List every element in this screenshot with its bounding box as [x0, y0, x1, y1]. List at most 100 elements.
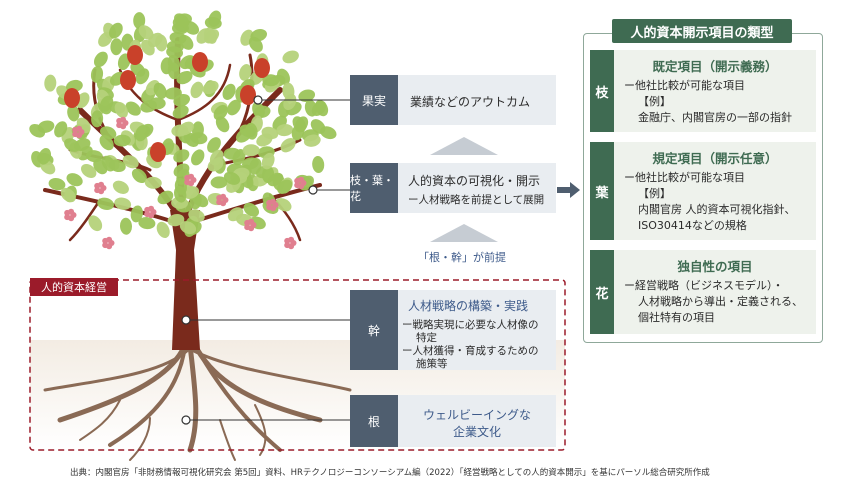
flower-petal: [266, 204, 273, 211]
type-side-branch: 枝: [590, 50, 614, 132]
fruit-label: 果実: [350, 75, 398, 125]
flower-petal: [102, 242, 109, 249]
leaf: [64, 138, 80, 152]
leaf: [81, 163, 97, 179]
branch-sub: ー人材戦略を前提として展開: [408, 194, 545, 206]
leaf: [312, 156, 325, 173]
leaf: [174, 185, 187, 203]
leaf: [113, 134, 131, 147]
leaf: [188, 209, 205, 222]
type-card-branch: 既定項目（開示義務） ー他社比較が可能な項目 【例】 金融庁、内閣官房の一部の指…: [614, 50, 816, 132]
root-label: 根: [350, 395, 398, 447]
type-side-leaf: 葉: [590, 142, 614, 240]
trunk-sub2: ー人材獲得・育成するための: [402, 345, 539, 357]
leaf: [183, 20, 200, 35]
leaf: [208, 10, 222, 27]
leaf: [178, 121, 194, 136]
flower-petal: [94, 187, 101, 194]
type-side-flower: 花: [590, 250, 614, 334]
premise-text: 「根・幹」が前提: [418, 251, 506, 264]
leaf: [227, 207, 244, 222]
leaf: [209, 149, 224, 166]
leaf: [262, 74, 280, 87]
type-line: 個社特有の項目: [638, 311, 715, 324]
type-line: 内閣官房 人的資本可視化指針、: [638, 203, 796, 216]
flower-petal: [144, 211, 151, 218]
leaf: [277, 68, 290, 85]
type-card-leaf: 規定項目（開示任意） ー他社比較が可能な項目 【例】 内閣官房 人的資本可視化指…: [614, 142, 816, 240]
type-line: 【例】: [638, 187, 671, 200]
fruit: [120, 70, 136, 90]
fruit: [254, 58, 270, 78]
leaf: [252, 101, 265, 119]
trunk-sub1b: 特定: [416, 332, 437, 344]
trunk-label: 幹: [350, 290, 398, 370]
leaf: [282, 82, 295, 100]
leaf: [311, 100, 327, 116]
leaf: [141, 39, 155, 56]
type-line: 人材戦略から導出・定義される、: [638, 295, 803, 308]
leaf: [182, 186, 200, 199]
leaf: [167, 213, 185, 227]
leaf: [213, 104, 228, 121]
leaf: [109, 159, 126, 173]
leaf: [37, 120, 55, 133]
flower-petal: [116, 122, 123, 129]
right-arrow: [557, 182, 580, 198]
flower-petal: [98, 181, 105, 188]
flower-petal: [298, 176, 305, 183]
leaf: [112, 180, 129, 194]
trunk-title: 人材戦略の構築・実践: [408, 299, 529, 313]
flower-petal: [188, 173, 195, 180]
leaf: [232, 149, 246, 166]
type-line: ISO30414などの規格: [638, 219, 747, 232]
flower-petal: [72, 131, 79, 138]
leaf: [110, 38, 123, 56]
flower-petal: [68, 208, 75, 215]
leaves: [29, 10, 337, 239]
fruit-text: 業績などのアウトカム: [410, 95, 531, 109]
trunk-body: 人材戦略の構築・実践 ー戦略実現に必要な人材像の 特定 ー人材獲得・育成するため…: [398, 290, 556, 370]
fruit: [192, 52, 208, 72]
leaf: [275, 198, 292, 212]
fruit: [150, 142, 166, 162]
leaf: [179, 221, 197, 235]
fruit: [127, 45, 143, 65]
root-text2: 企業文化: [452, 425, 501, 439]
leaf: [239, 64, 252, 81]
leaf: [153, 82, 167, 99]
leaf: [144, 176, 162, 189]
leaf: [245, 122, 258, 140]
leaf: [243, 202, 260, 217]
types-title: 人的資本開示項目の類型: [612, 19, 792, 43]
type-card-flower: 独自性の項目 ー経営戦略（ビジネスモデル）・ 人材戦略から導出・定義される、 個…: [614, 250, 816, 334]
leaf: [99, 95, 114, 112]
leaf: [160, 57, 173, 75]
leaf: [38, 148, 52, 165]
leaf: [135, 125, 149, 142]
leaf: [320, 126, 337, 140]
roots: [43, 342, 352, 461]
fruit: [64, 88, 80, 108]
leaf: [291, 123, 305, 141]
leaf: [176, 70, 193, 85]
leaf: [166, 40, 184, 53]
leaf: [44, 74, 57, 92]
leaf: [179, 34, 194, 50]
leaf: [138, 25, 154, 40]
leaf: [91, 110, 104, 128]
leaf: [191, 149, 205, 166]
leaf: [109, 22, 123, 39]
leaf: [207, 137, 221, 153]
branch-title: 人的資本の可視化・開示: [408, 174, 541, 188]
management-box: [29, 279, 566, 451]
leaf: [114, 197, 132, 210]
leaf: [90, 65, 104, 83]
leaf: [261, 126, 279, 140]
leaf: [172, 105, 189, 119]
leaf: [130, 205, 143, 223]
flower-petal: [288, 236, 295, 243]
leaf: [99, 134, 114, 151]
source-note: 出典：内閣官房「非財務情報可視化研究会 第5回」資料、HRテクノロジーコンソーシ…: [70, 468, 710, 478]
type-line: 【例】: [638, 95, 671, 108]
